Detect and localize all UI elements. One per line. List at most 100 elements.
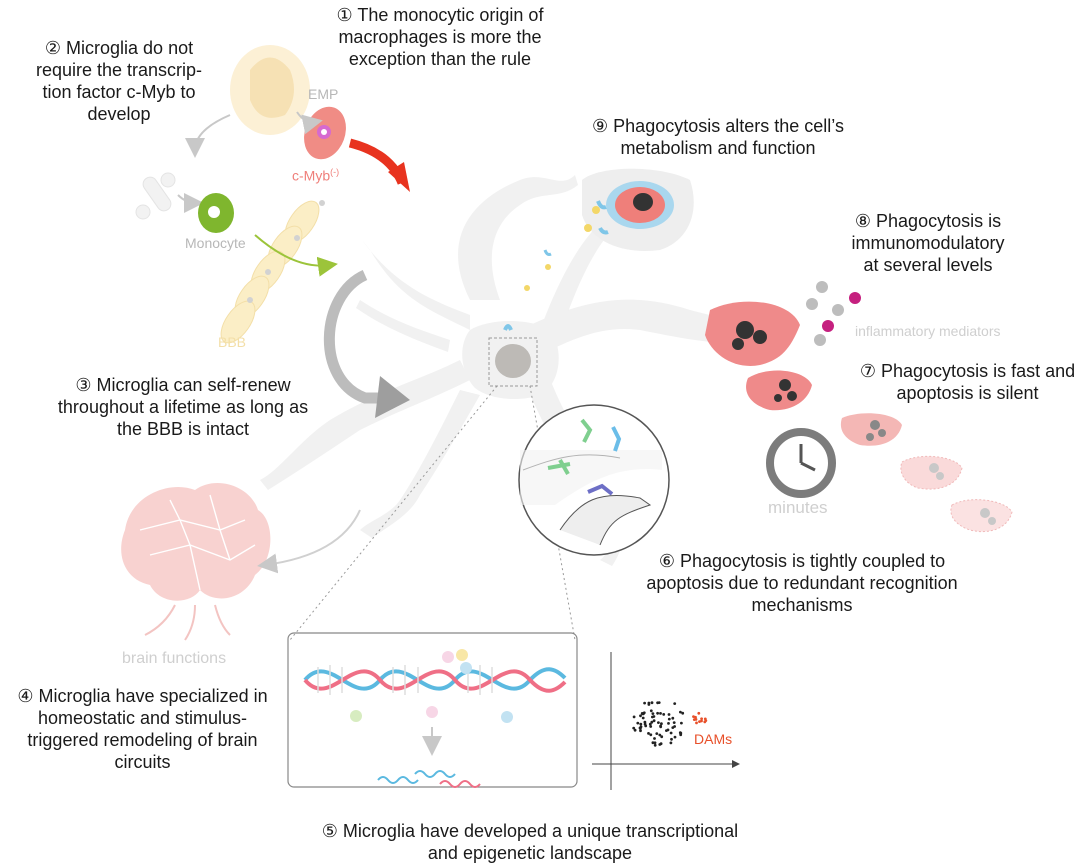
scatter-dot bbox=[649, 733, 653, 737]
apoptotic-cells bbox=[746, 370, 1013, 533]
scatter-dot bbox=[655, 732, 659, 735]
scatter-dot bbox=[639, 722, 643, 726]
dam-dot bbox=[700, 717, 703, 721]
scatter-dot bbox=[649, 725, 653, 728]
caption-5: ⑤ Microglia have developed a unique tran… bbox=[321, 821, 739, 863]
clock-icon bbox=[766, 428, 836, 498]
scatter-dot bbox=[639, 729, 642, 733]
scatter-dot bbox=[656, 701, 659, 705]
nucleus bbox=[495, 344, 531, 378]
inflammatory-label: inflammatory mediators bbox=[855, 323, 1001, 339]
scatter-dot bbox=[673, 735, 677, 739]
rna-strands bbox=[377, 770, 481, 788]
scatter-dot bbox=[633, 728, 637, 732]
scatter-dot bbox=[650, 720, 654, 724]
dna-helix bbox=[303, 665, 567, 695]
scatter-plot bbox=[592, 652, 740, 790]
brain-icon bbox=[121, 482, 271, 601]
scatter-dot bbox=[658, 733, 662, 737]
scatter-dot bbox=[640, 712, 644, 715]
scatter-dot bbox=[648, 722, 652, 726]
dam-dot bbox=[703, 717, 707, 721]
scatter-dot bbox=[636, 721, 640, 725]
scatter-dot bbox=[641, 716, 645, 720]
scatter-dot bbox=[650, 701, 654, 705]
zoom-circle bbox=[518, 404, 670, 556]
scatter-dot bbox=[639, 714, 642, 718]
scatter-dot bbox=[649, 709, 653, 713]
scatter-dot bbox=[632, 715, 636, 719]
scatter-dot bbox=[659, 742, 663, 746]
scatter-dot bbox=[647, 732, 650, 735]
scatter-dot bbox=[669, 731, 673, 735]
emp-label: EMP bbox=[308, 86, 339, 102]
scatter-dot bbox=[651, 712, 655, 715]
scatter-dot bbox=[657, 721, 660, 724]
scatter-dot bbox=[653, 743, 657, 747]
brain-functions-label: brain functions bbox=[122, 650, 227, 667]
phagocyte-cell bbox=[524, 168, 694, 291]
scatter-dot bbox=[667, 717, 671, 721]
scatter-dot bbox=[660, 722, 663, 726]
scatter-dot bbox=[659, 724, 662, 728]
dam-dot bbox=[694, 715, 697, 719]
scatter-dot bbox=[667, 713, 671, 716]
scatter-dot bbox=[669, 741, 673, 745]
scatter-dot bbox=[665, 729, 668, 732]
dam-dot bbox=[697, 711, 701, 715]
scatter-dot bbox=[670, 737, 673, 741]
dam-dot bbox=[694, 718, 698, 721]
embryo bbox=[230, 45, 310, 135]
scatter-dot bbox=[659, 712, 662, 715]
scatter-dot bbox=[632, 726, 636, 730]
mediators bbox=[806, 281, 861, 346]
bbb-label: BBB bbox=[218, 334, 247, 350]
monocyte-label: Monocyte bbox=[185, 235, 246, 251]
scatter-dot bbox=[679, 710, 682, 714]
scatter-dot bbox=[680, 721, 683, 725]
cmyb-label: c-Myb(-) bbox=[292, 167, 340, 184]
microglia-cell bbox=[260, 175, 792, 566]
scatter-dot bbox=[673, 702, 677, 705]
dam-dot bbox=[700, 719, 703, 723]
zoom-box bbox=[488, 337, 538, 387]
epigenetic-marks bbox=[350, 649, 513, 723]
scatter-dot bbox=[652, 719, 656, 723]
monocyte-cell bbox=[198, 193, 234, 233]
scatter-dot bbox=[643, 722, 647, 726]
self-renew-arrow bbox=[323, 269, 410, 418]
scatter-dot bbox=[653, 737, 656, 740]
scatter-dot bbox=[667, 722, 670, 725]
minutes-label: minutes bbox=[768, 498, 828, 517]
scatter-dot bbox=[656, 711, 659, 715]
bone-icon bbox=[135, 172, 176, 220]
dam-dot bbox=[703, 720, 707, 724]
scatter-dot bbox=[681, 711, 685, 715]
inflamed-cell bbox=[705, 301, 800, 366]
dam-dot bbox=[695, 721, 698, 725]
dna-panel bbox=[287, 632, 578, 788]
scatter-dot bbox=[672, 721, 676, 724]
scatter-dot bbox=[679, 733, 683, 737]
scatter-dot bbox=[643, 701, 646, 705]
scatter-dot bbox=[662, 713, 666, 716]
scatter-dot bbox=[653, 741, 657, 745]
scatter-dot bbox=[639, 725, 643, 729]
scatter-dot bbox=[660, 735, 664, 739]
scatter-dot bbox=[671, 726, 675, 729]
scatter-dot bbox=[671, 716, 675, 720]
scatter-dot bbox=[651, 741, 655, 745]
scatter-dot bbox=[651, 715, 654, 719]
dams-label: DAMs bbox=[694, 731, 733, 747]
scatter-dot bbox=[647, 701, 651, 705]
